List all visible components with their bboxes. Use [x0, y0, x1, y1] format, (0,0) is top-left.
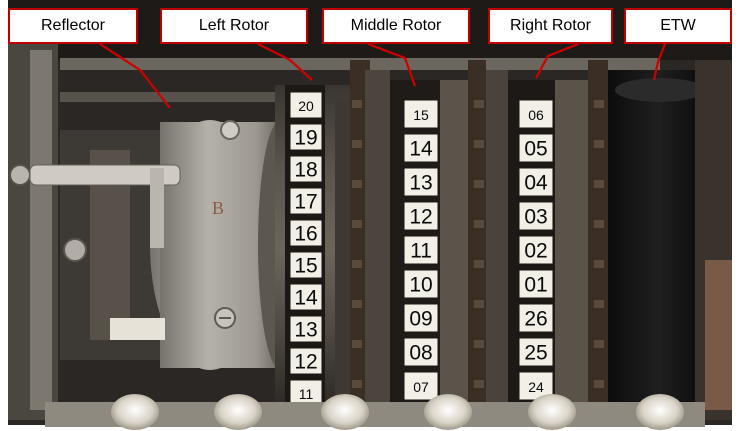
rotor-teeth: [352, 100, 604, 388]
rotor-number: 08: [409, 342, 432, 365]
rotor-number: 12: [409, 206, 432, 229]
left-rotor-numbers: 20 19 18 17 16 15 14 13 12 11: [289, 91, 323, 407]
rotor-number: 01: [524, 274, 547, 297]
right-rotor-numbers: 06 05 04 03 02 01 26 25 24: [518, 99, 554, 401]
rotor-number: 13: [409, 172, 432, 195]
rotor-number: 06: [528, 107, 544, 123]
rotor-number: 12: [294, 351, 317, 374]
rotor-number: 16: [294, 223, 317, 246]
rotor-number: 20: [298, 98, 314, 114]
rotor-number: 04: [524, 172, 548, 195]
rotor-number-cell: [403, 201, 439, 231]
rotor-number: 02: [524, 240, 547, 263]
rotor-number-cell: [518, 201, 554, 231]
rotor-number-cell: [403, 371, 439, 401]
rotor-number-cell: [289, 91, 323, 119]
rotor-number-cell: [289, 155, 323, 183]
rotor-number: 15: [413, 107, 429, 123]
reflector: B: [29, 120, 302, 370]
rotor-number-cell: [403, 269, 439, 299]
rotor-number-cell: [403, 235, 439, 265]
etw-entry-wheel: [608, 60, 732, 420]
rotor-number: 15: [294, 255, 317, 278]
rotor-number: 19: [294, 127, 317, 150]
callout-lines: [99, 42, 667, 109]
rotor-number-cell: [289, 347, 323, 375]
rotor-number-cell: [289, 187, 323, 215]
rotor-number: 11: [410, 240, 432, 263]
rotor-number: 10: [409, 274, 432, 297]
rotor-number-cell: [289, 219, 323, 247]
rotor-number-cell: [403, 99, 439, 129]
rotor-number: 05: [524, 138, 547, 161]
rotor-number-cell: [289, 123, 323, 151]
rotor-number-cell: [403, 167, 439, 197]
rotor-number: 17: [294, 191, 317, 214]
rotor-number-cell: [518, 133, 554, 163]
middle-rotor: [350, 60, 486, 415]
reflector-label: Reflector: [8, 8, 138, 44]
rotor-number-cell: [403, 337, 439, 367]
middle-rotor-label: Middle Rotor: [322, 8, 470, 44]
rotor-number-cell: [518, 167, 554, 197]
middle-rotor-numbers: 15 14 13 12 11 10 09 08 07: [403, 99, 439, 401]
left-rotor-label: Left Rotor: [160, 8, 308, 44]
rotor-number: 14: [409, 138, 433, 161]
rotor-number: 18: [294, 159, 317, 182]
rotor-number: 24: [528, 379, 544, 395]
rotor-number-cell: [518, 269, 554, 299]
rotor-number: 03: [524, 206, 547, 229]
rotor-number-cell: [518, 235, 554, 265]
rotor-number-cell: [518, 99, 554, 129]
rotor-number-cell: [289, 283, 323, 311]
rotor-number-cell: [403, 303, 439, 333]
rotor-number-cell: [518, 303, 554, 333]
right-rotor-label: Right Rotor: [488, 8, 613, 44]
rotor-number-cell: [289, 315, 323, 343]
etw-label: ETW: [624, 8, 732, 44]
rotor-number: 13: [294, 319, 317, 342]
rotor-number-cell: [289, 251, 323, 279]
reflector-marking: B: [212, 198, 224, 218]
rotor-number: 11: [299, 386, 314, 402]
rotor-number: 07: [413, 379, 429, 395]
lamp-bulbs: [111, 394, 684, 430]
rotor-number: 25: [524, 342, 547, 365]
rotor-number: 26: [524, 308, 547, 331]
rotor-number-cell: [403, 133, 439, 163]
rotor-number-cell: [518, 337, 554, 367]
rotor-number: 14: [294, 287, 318, 310]
rotor-number: 09: [409, 308, 432, 331]
